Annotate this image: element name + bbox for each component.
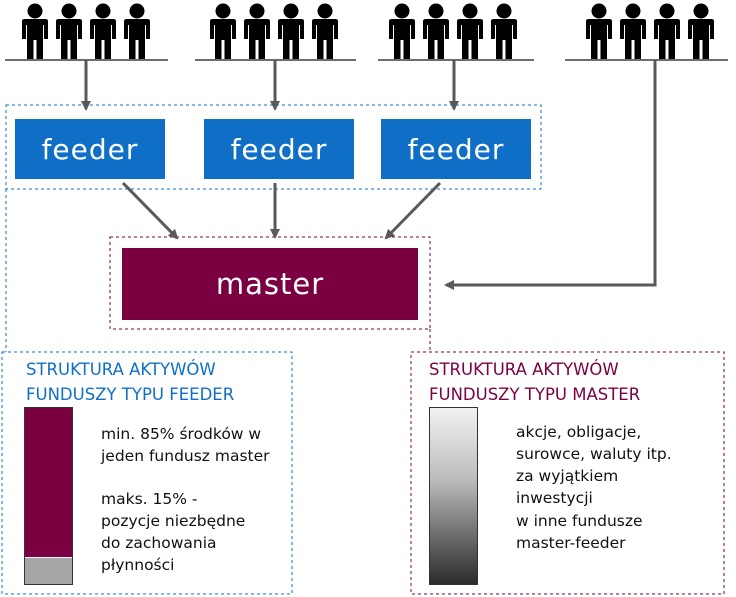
master-text-line3: za wyjątkiem <box>516 467 619 485</box>
person-icon <box>688 3 714 59</box>
feeder-text1-line1: min. 85% środków w <box>101 425 262 443</box>
master-text-line4: inwestycji <box>516 489 593 507</box>
master-text-line1: akcje, obligacje, <box>516 423 642 441</box>
feeder-text1-line2: jeden fundusz master <box>101 447 270 465</box>
master-container <box>109 236 431 330</box>
person-icon <box>620 3 646 59</box>
direct-investors-to-master-arrow <box>444 60 657 290</box>
feeder-label: feeder <box>230 132 328 166</box>
feeder-label: feeder <box>41 132 139 166</box>
person-icon <box>210 3 236 59</box>
person-icon <box>491 3 517 59</box>
master-label: master <box>215 267 325 301</box>
person-icon <box>278 3 304 59</box>
feeder-box-1: feeder <box>15 119 165 179</box>
person-icon <box>22 3 48 59</box>
feeder-text2-line2: pozycje niezbędne <box>101 512 246 530</box>
master-asset-bar <box>429 407 478 585</box>
feeder-to-master-arrow <box>121 181 179 240</box>
feeder-text2-line3: do zachowania <box>101 534 217 552</box>
master-text-line2: surowce, waluty itp. <box>516 445 672 463</box>
master-panel-title-line1: STRUKTURA AKTYWÓW <box>429 360 619 379</box>
investor-group-1 <box>5 3 168 61</box>
feeder-box-2: feeder <box>204 119 354 179</box>
person-icon <box>654 3 680 59</box>
person-icon <box>423 3 449 59</box>
feeders-container <box>5 104 542 190</box>
feeder-panel-title-line2: FUNDUSZY TYPU FEEDER <box>26 385 235 404</box>
feeder-to-master-arrow <box>384 181 442 240</box>
feeder-structure-panel <box>1 351 293 595</box>
feeder-text2-line1: maks. 15% - <box>101 490 198 508</box>
master-text-line6: master-feeder <box>516 534 626 552</box>
person-icon <box>56 3 82 59</box>
master-structure-panel <box>410 351 725 595</box>
person-icon <box>457 3 483 59</box>
person-icon <box>244 3 270 59</box>
master-panel-title-line2: FUNDUSZY TYPU MASTER <box>429 385 641 404</box>
master-text-line5: w inne fundusze <box>516 512 643 530</box>
person-icon <box>586 3 612 59</box>
feeder-asset-bar <box>24 407 73 585</box>
person-icon <box>312 3 338 59</box>
investor-group-2 <box>195 3 356 61</box>
master-share-segment <box>25 408 72 557</box>
liquidity-share-segment <box>25 558 72 584</box>
feeder-panel-title-line1: STRUKTURA AKTYWÓW <box>26 360 216 379</box>
person-icon <box>124 3 150 59</box>
feeder-box-3: feeder <box>381 119 531 179</box>
master-box: master <box>122 248 418 320</box>
person-icon <box>90 3 116 59</box>
feeder-label: feeder <box>407 132 505 166</box>
feeder-text2-line4: płynności <box>101 556 175 574</box>
person-icon <box>389 3 415 59</box>
investor-group-3 <box>378 3 534 61</box>
investor-group-4 <box>565 3 728 61</box>
